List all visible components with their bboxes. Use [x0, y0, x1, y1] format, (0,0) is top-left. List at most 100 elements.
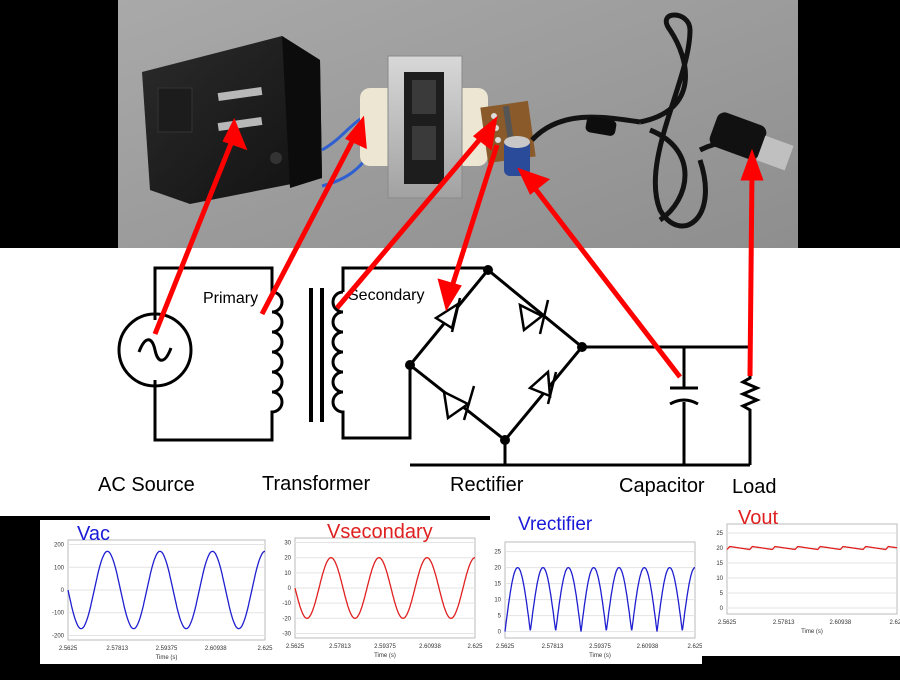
plug-prong-top — [217, 86, 263, 102]
y-tick-label: 20 — [284, 556, 291, 562]
y-tick-label: 30 — [284, 541, 291, 547]
x-tick-label: 2.5625 — [718, 620, 737, 626]
x-tick-label: 2.625 — [257, 646, 273, 652]
x-tick-label: 2.5625 — [496, 644, 515, 650]
y-tick-label: 10 — [284, 571, 291, 577]
ac-source-symbol — [117, 312, 193, 388]
primary-coil — [270, 290, 284, 418]
ac-source-label: AC Source — [98, 474, 195, 496]
y-tick-label: 0 — [498, 630, 502, 636]
x-tick-label: 2.60938 — [205, 646, 227, 652]
junction-dots — [405, 265, 587, 445]
y-tick-label: 10 — [494, 598, 501, 604]
diode-top-left — [433, 297, 462, 333]
diode-bottom-right — [527, 369, 558, 405]
y-tick-label: -200 — [52, 633, 65, 639]
y-tick-label: 25 — [494, 550, 501, 556]
x-tick-label: 2.59375 — [374, 644, 396, 650]
chart-vout: Vout 25 20 15 10 5 0 2.5625 2.57813 2.60938 2.625T… — [702, 506, 900, 656]
y-tick-label: 10 — [716, 576, 723, 582]
y-tick-label: 5 — [498, 614, 502, 620]
y-tick-label: 15 — [494, 582, 501, 588]
x-tick-label: 2.57813 — [773, 620, 795, 626]
capacitor-curved-plate — [669, 398, 699, 406]
x-tick-label: 2.60938 — [829, 620, 851, 626]
x-tick-label: 2.60938 — [637, 644, 659, 650]
chart-title: Vrectifier — [518, 514, 593, 535]
chart-title: Vout — [738, 507, 778, 529]
x-axis-label: Time (s) — [374, 653, 396, 659]
transformer-photo — [360, 55, 488, 199]
chart-vsecondary: Vsecondary 30 20 10 0 -10 -20 -30 2.5625 2.57813 2… — [278, 520, 490, 664]
x-tick-label: 2.5625 — [286, 644, 305, 650]
y-tick-label: 0 — [61, 588, 65, 594]
secondary-bottom-wire — [341, 365, 412, 440]
transformer-label: Transformer — [262, 473, 371, 495]
x-tick-label: 2.57813 — [542, 644, 564, 650]
capacitor-photo — [504, 136, 530, 176]
capacitor-label: Capacitor — [619, 475, 705, 497]
y-tick-label: 15 — [716, 561, 723, 567]
chart-vac: Vac 200 100 0 -100 -200 2.5625 2.57813 2.59375 2.… — [40, 520, 278, 664]
x-tick-label: 2.57813 — [106, 646, 128, 652]
arrow-output-plug — [740, 148, 764, 377]
chart-title: Vsecondary — [327, 521, 433, 543]
photo — [118, 0, 798, 248]
y-tick-label: -10 — [282, 601, 291, 607]
x-tick-label: 2.59375 — [589, 644, 611, 650]
arrow-rectifier — [437, 144, 500, 312]
secondary-label: Secondary — [348, 287, 425, 304]
y-tick-label: -20 — [282, 616, 291, 622]
arrow-ac-source — [152, 117, 248, 335]
diode-top-right — [518, 299, 550, 335]
adapter-vent — [157, 87, 193, 133]
plug-prong-bottom — [217, 116, 263, 132]
plot-area — [726, 523, 898, 615]
x-tick-label: 2.625 — [889, 620, 900, 626]
arrow-capacitor — [517, 167, 682, 379]
x-axis-label: Time (s) — [589, 653, 611, 659]
y-tick-label: 0 — [720, 606, 724, 612]
pointer-arrows — [152, 115, 764, 379]
y-tick-label: 25 — [716, 531, 723, 537]
y-tick-label: 5 — [720, 591, 724, 597]
primary-label: Primary — [203, 290, 258, 307]
load-resistor — [739, 347, 761, 465]
waveform-trace — [726, 545, 898, 551]
arrow-primary — [259, 115, 367, 316]
y-tick-label: 20 — [494, 566, 501, 572]
y-tick-label: 0 — [288, 586, 292, 592]
primary-bottom-wire — [153, 380, 274, 442]
load-label: Load — [732, 476, 777, 498]
waveform-trace — [294, 557, 475, 619]
dc-barrel-plug-photo — [709, 112, 794, 171]
output-negative-rail — [410, 440, 750, 467]
wall-adapter-photo — [142, 36, 322, 204]
x-tick-label: 2.60938 — [419, 644, 441, 650]
rectifier-label: Rectifier — [450, 474, 524, 496]
y-tick-label: 200 — [54, 543, 65, 549]
y-tick-label: 20 — [716, 546, 723, 552]
x-tick-label: 2.625 — [467, 644, 483, 650]
y-tick-label: -100 — [52, 611, 65, 617]
x-axis-label: Time (s) — [801, 629, 823, 635]
x-axis-label: Time (s) — [156, 655, 178, 661]
diodes — [433, 297, 558, 421]
chart-title: Vac — [77, 523, 110, 545]
chart-vrectifier: Vrectifier 25 20 15 10 5 0 2.5625 2.57813 2.59375… — [490, 514, 703, 664]
sine-wave-icon — [137, 338, 173, 362]
x-tick-label: 2.625 — [687, 644, 703, 650]
diode-bottom-left — [442, 385, 476, 421]
primary-top-wire — [153, 266, 274, 320]
arrow-secondary — [335, 115, 498, 310]
waveform-trace — [504, 566, 696, 632]
y-tick-label: 100 — [54, 565, 65, 571]
x-tick-label: 2.5625 — [59, 646, 78, 652]
x-tick-label: 2.59375 — [156, 646, 178, 652]
x-tick-label: 2.57813 — [329, 644, 351, 650]
secondary-coil — [331, 290, 345, 418]
capacitor-symbol — [670, 347, 698, 465]
y-tick-label: -30 — [282, 631, 291, 637]
